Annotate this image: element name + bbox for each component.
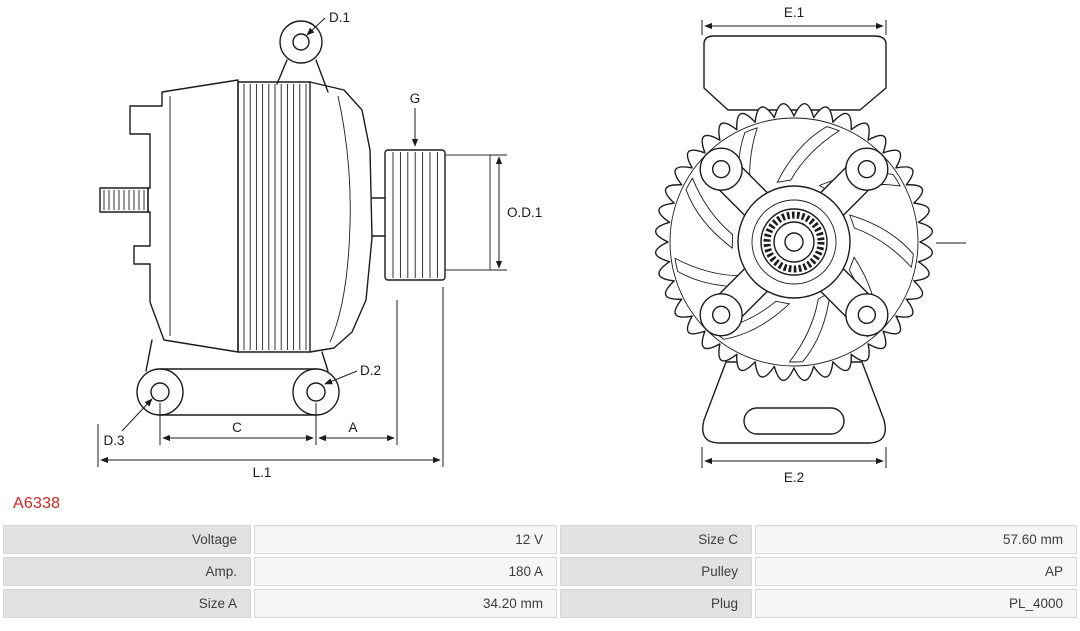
spec-label-size-c: Size C [560,525,752,554]
pulley-od-outline [444,154,491,271]
spec-table: Voltage 12 V Size C 57.60 mm Amp. 180 A … [0,522,1080,621]
dim-label-e1: E.1 [784,5,804,20]
side-view-dimensions: D.1 G O.D.1 D.2 D.3 C A L.1 [97,10,542,480]
dim-label-d2: D.2 [360,363,381,378]
table-row: Size A 34.20 mm Plug PL_4000 [3,589,1077,618]
dim-label-a: A [348,420,357,435]
table-row: Voltage 12 V Size C 57.60 mm [3,525,1077,554]
spec-label-amp: Amp. [3,557,251,586]
dim-label-d1: D.1 [329,10,350,25]
side-view [99,20,491,416]
spec-label-pulley: Pulley [560,557,752,586]
top-ear-hole [279,20,323,64]
spec-label-voltage: Voltage [3,525,251,554]
front-view [654,35,966,444]
stator-section [237,81,311,353]
table-row: Amp. 180 A Pulley AP [3,557,1077,586]
dim-label-od1: O.D.1 [507,205,542,220]
dim-label-d3: D.3 [103,433,124,448]
spec-value-plug: PL_4000 [755,589,1077,618]
spec-label-plug: Plug [560,589,752,618]
spec-value-voltage: 12 V [254,525,557,554]
spec-label-size-a: Size A [3,589,251,618]
spec-value-size-c: 57.60 mm [755,525,1077,554]
knurled-bolt [99,187,149,213]
spec-value-size-a: 34.20 mm [254,589,557,618]
spec-value-pulley: AP [755,557,1077,586]
dim-label-e2: E.2 [784,470,804,485]
dim-label-l1: L.1 [253,465,272,480]
dim-label-c: C [232,420,242,435]
alternator-technical-drawing: D.1 G O.D.1 D.2 D.3 C A L.1 [97,5,966,485]
part-number: A6338 [13,495,61,512]
splined-shaft [763,211,825,273]
front-view-dimensions: E.1 E.2 [701,5,887,485]
top-bracket [703,35,887,111]
spec-value-amp: 180 A [254,557,557,586]
bottom-bracket-slot [743,407,845,435]
dim-label-g: G [410,91,421,106]
